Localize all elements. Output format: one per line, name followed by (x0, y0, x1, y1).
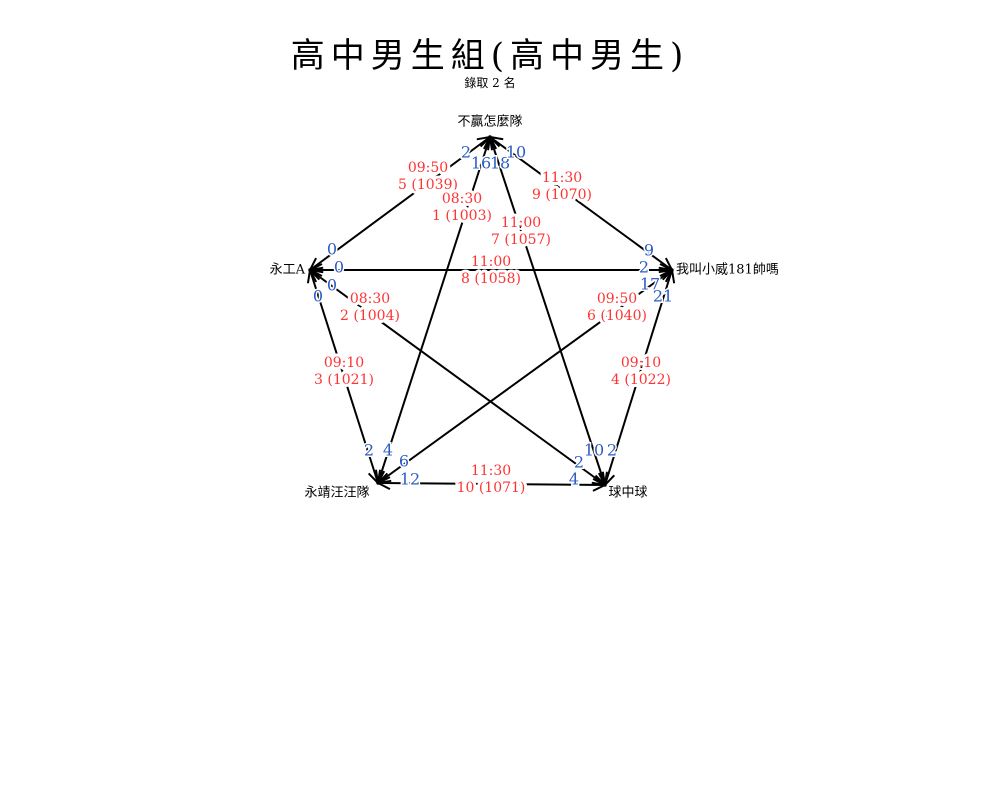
match-line (489, 136, 606, 486)
score-left: 0 (327, 276, 337, 295)
match-time: 11:00 (501, 215, 541, 231)
qualify-count: 錄取 2 名 (464, 76, 516, 90)
match-line (309, 269, 606, 486)
match-time: 09:50 (597, 291, 637, 307)
match-line (377, 136, 491, 484)
score-br: 4 (569, 470, 579, 489)
score-top: 16 (471, 154, 491, 173)
match-number: 5 (1039) (398, 177, 458, 193)
score-bl: 12 (400, 470, 420, 489)
match-time: 09:10 (324, 355, 364, 371)
match-line (377, 482, 606, 486)
match-time: 09:50 (408, 160, 448, 176)
team-name-bl: 永靖汪汪隊 (304, 485, 369, 501)
match-number: 4 (1022) (611, 372, 671, 388)
team-name-left: 永工A (270, 263, 306, 278)
score-right: 17 (640, 275, 660, 294)
score-top: 10 (506, 143, 526, 162)
score-right: 2 (639, 258, 649, 277)
match-time: 11:30 (471, 463, 511, 479)
score-bl: 2 (364, 441, 374, 460)
match-number: 2 (1004) (340, 308, 400, 324)
score-top: 18 (490, 154, 510, 173)
arrowhead-icon (592, 478, 608, 492)
score-right: 21 (653, 287, 673, 306)
score-right: 9 (644, 241, 654, 260)
score-br: 2 (607, 441, 617, 460)
match-number: 1 (1003) (432, 208, 492, 224)
score-bl: 6 (399, 452, 409, 471)
score-left: 0 (313, 287, 323, 306)
match-time: 11:30 (542, 170, 582, 186)
arrowhead-icon (661, 267, 676, 284)
match-number: 10 (1071) (457, 480, 526, 496)
match-time: 08:30 (442, 191, 482, 207)
team-name-br: 球中球 (608, 486, 647, 501)
team-name-right: 我叫小威181帥嗎 (676, 263, 779, 278)
score-top: 2 (461, 143, 471, 162)
arrowhead-icon (488, 135, 504, 150)
match-number: 3 (1021) (314, 372, 374, 388)
match-time: 09:10 (621, 355, 661, 371)
match-number: 6 (1040) (587, 308, 647, 324)
match-line (309, 269, 379, 484)
match-number: 9 (1070) (532, 187, 592, 203)
match-line (604, 269, 673, 486)
match-line (489, 136, 673, 271)
page-title: 高中男生組(高中男生) (290, 36, 690, 76)
score-br: 10 (584, 441, 604, 460)
match-time: 08:30 (350, 291, 390, 307)
team-name-top: 不贏怎麼隊 (457, 114, 522, 130)
match-number: 7 (1057) (491, 232, 551, 248)
score-bl: 4 (383, 441, 393, 460)
match-time: 11:00 (471, 254, 511, 270)
arrowhead-icon (375, 476, 391, 490)
arrowhead-icon (306, 267, 321, 284)
score-br: 2 (574, 453, 584, 472)
match-number: 8 (1058) (461, 271, 521, 287)
score-left: 0 (327, 240, 337, 259)
match-line (309, 136, 491, 271)
match-line (377, 269, 673, 484)
score-left: 0 (334, 258, 344, 277)
